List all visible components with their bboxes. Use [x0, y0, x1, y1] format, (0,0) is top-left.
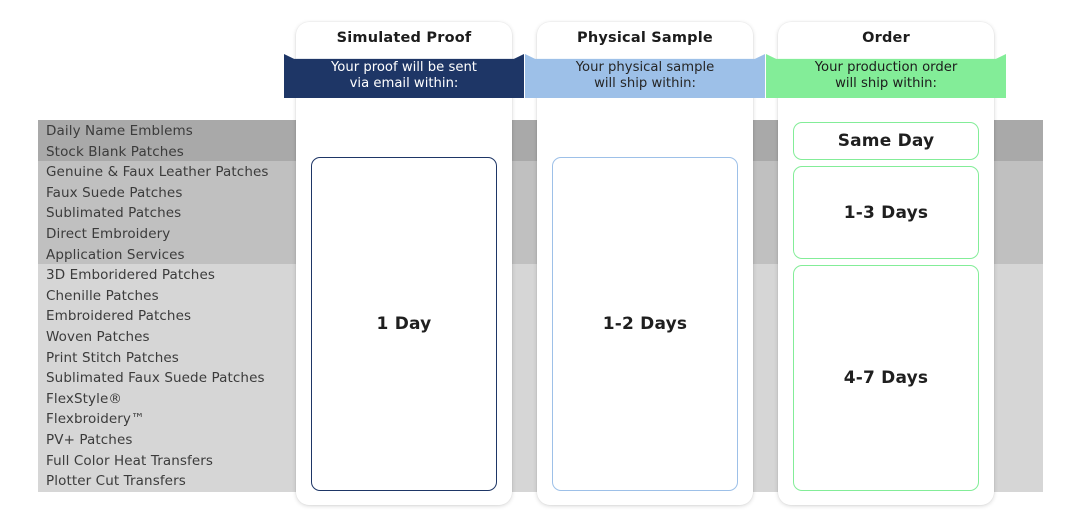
column-title: Order	[862, 30, 910, 46]
banner-line-2: will ship within:	[835, 76, 937, 91]
list-item: Chenille Patches	[46, 287, 159, 304]
list-item: FlexStyle®	[46, 390, 122, 407]
turnaround-box-order-same-day: Same Day	[793, 122, 979, 160]
banner-line-1: Your physical sample	[575, 59, 715, 75]
list-item: Plotter Cut Transfers	[46, 473, 186, 490]
turnaround-value: Same Day	[837, 131, 935, 151]
list-item: Sublimated Patches	[46, 205, 182, 222]
column-title: Physical Sample	[577, 30, 713, 46]
banner-line-2: via email within:	[349, 76, 459, 91]
banner-line-2: will ship within:	[594, 76, 696, 91]
column-title: Simulated Proof	[336, 30, 472, 46]
turnaround-box-simulated-proof: 1 Day	[311, 157, 497, 491]
column-banner-simulated-proof: Your proof will be sent via email within…	[284, 54, 524, 98]
list-item: Direct Embroidery	[46, 225, 171, 242]
turnaround-value: 4-7 Days	[843, 368, 929, 388]
list-item: Stock Blank Patches	[46, 143, 184, 160]
turnaround-value: 1-3 Days	[843, 202, 929, 223]
list-item: Embroidered Patches	[46, 308, 192, 325]
list-item: Faux Suede Patches	[46, 184, 183, 201]
banner-line-1: Your production order	[814, 59, 958, 75]
product-list: Daily Name Emblems Stock Blank Patches G…	[46, 121, 346, 492]
list-item: Woven Patches	[46, 328, 150, 345]
turnaround-value: 1-2 Days	[602, 314, 688, 334]
turnaround-value: 1 Day	[376, 314, 432, 334]
list-item: Sublimated Faux Suede Patches	[46, 370, 265, 387]
column-banner-physical-sample: Your physical sample will ship within:	[525, 54, 765, 98]
list-item: Print Stitch Patches	[46, 349, 179, 366]
list-item: PV+ Patches	[46, 431, 133, 448]
turnaround-box-order-4-7-days: 4-7 Days	[793, 265, 979, 491]
list-item: 3D Emboridered Patches	[46, 267, 215, 284]
column-banner-order: Your production order will ship within:	[766, 54, 1006, 98]
list-item: Flexbroidery™	[46, 411, 145, 428]
banner-line-1: Your proof will be sent	[331, 59, 477, 75]
list-item: Application Services	[46, 246, 185, 263]
turnaround-box-order-1-3-days: 1-3 Days	[793, 166, 979, 259]
list-item: Daily Name Emblems	[46, 123, 193, 139]
list-item: Genuine & Faux Leather Patches	[46, 164, 269, 181]
turnaround-box-physical-sample: 1-2 Days	[552, 157, 738, 491]
list-item: Full Color Heat Transfers	[46, 452, 214, 469]
